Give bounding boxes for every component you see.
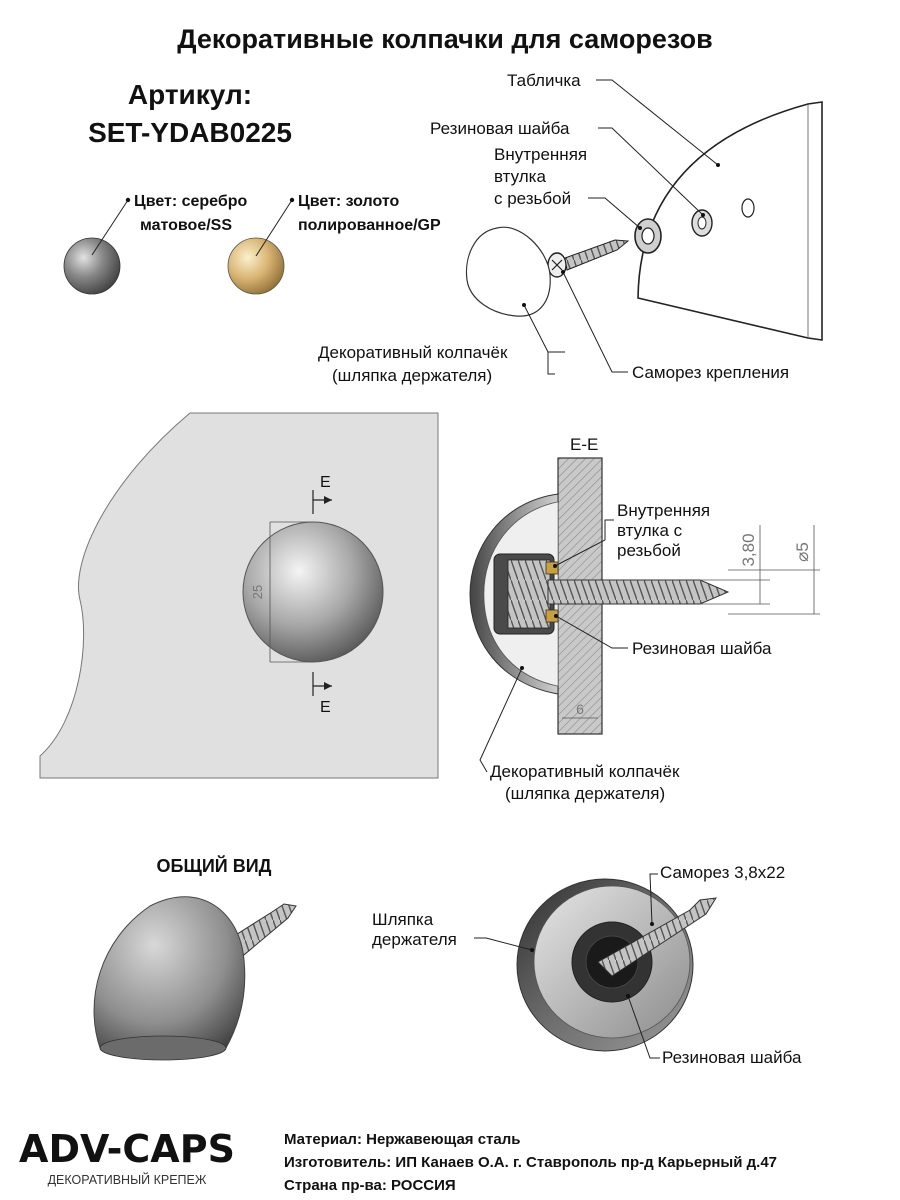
section-cap-label-1: Декоративный колпачёк [490, 762, 680, 781]
general-view-title: ОБЩИЙ ВИД [157, 855, 272, 876]
exploded-screw-label: Саморез крепления [632, 363, 789, 382]
color-swatches: Цвет: серебро матовое/SS Цвет: золото по… [63, 193, 441, 295]
exploded-washer-label: Резиновая шайба [430, 119, 570, 138]
section-view: E-E 6 3,80 ⌀5 Внутренняя втулка с [469, 435, 820, 803]
section-washer-label: Резиновая шайба [632, 639, 772, 658]
exploded-cap-label-2: (шляпка держателя) [332, 366, 492, 385]
front-view: 25 E E [39, 412, 439, 779]
general-screw-label: Саморез 3,8х22 [660, 863, 785, 882]
general-head-label-1: Шляпка [372, 910, 434, 929]
exploded-bushing-label-1: Внутренняя [494, 145, 587, 164]
section-bushing-label-3: резьбой [617, 541, 681, 560]
plate-label: Табличка [507, 71, 581, 90]
silver-finish-label: матовое/SS [140, 217, 232, 234]
front-view-diameter: 25 [250, 585, 265, 599]
section-thickness: 6 [576, 701, 584, 717]
general-head-label-2: держателя [372, 930, 457, 949]
gold-color-label: Цвет: золото [298, 193, 399, 210]
general-screw-right [597, 897, 717, 977]
silver-color-label: Цвет: серебро [134, 193, 248, 210]
section-bushing-label-1: Внутренняя [617, 501, 710, 520]
article-code: SET-YDAB0225 [88, 117, 292, 148]
section-title: E-E [570, 435, 598, 454]
section-dim-thread: 3,80 [739, 533, 758, 566]
page-title: Декоративные колпачки для саморезов [177, 24, 712, 54]
section-bushing-label-2: втулка с [617, 521, 683, 540]
section-cap-label-2: (шляпка держателя) [505, 784, 665, 803]
general-washer-label: Резиновая шайба [662, 1048, 802, 1067]
section-mark-bottom: E [320, 699, 331, 716]
silver-ball-swatch [63, 237, 121, 295]
gold-ball-swatch [227, 237, 285, 295]
brand-tagline: ДЕКОРАТИВНЫЙ КРЕПЕЖ [48, 1172, 207, 1187]
general-view: ОБЩИЙ ВИД Саморез 3,8х22 Шляпка держател… [93, 855, 802, 1067]
cap-drawing [465, 226, 551, 317]
exploded-bushing-label-2: втулка [494, 167, 546, 186]
article-label: Артикул: [128, 79, 252, 110]
front-view-plate [39, 412, 439, 779]
exploded-cap-label-1: Декоративный колпачёк [318, 343, 508, 362]
gold-finish-label: полированное/GP [298, 217, 441, 234]
footer-maker: Изготовитель: ИП Канаев О.А. г. Ставропо… [284, 1154, 777, 1171]
exploded-view: Табличка Резиновая шайба Внутренняя втул… [318, 71, 823, 385]
plate-drawing [637, 101, 823, 341]
section-mark-top: E [320, 474, 331, 491]
exploded-bushing-label-3: с резьбой [494, 189, 571, 208]
section-dim-diameter: ⌀5 [793, 542, 812, 562]
footer-country: Страна пр-ва: РОССИЯ [284, 1177, 456, 1194]
brand-logo: ADV-CAPS ДЕКОРАТИВНЫЙ КРЕПЕЖ [19, 1127, 235, 1187]
screw-drawing [547, 239, 630, 278]
section-washer-top [545, 561, 559, 575]
brand-name: ADV-CAPS [19, 1127, 235, 1171]
section-screw [547, 579, 730, 605]
general-cap [93, 896, 246, 1059]
footer-material: Материал: Нержавеющая сталь [284, 1131, 520, 1148]
